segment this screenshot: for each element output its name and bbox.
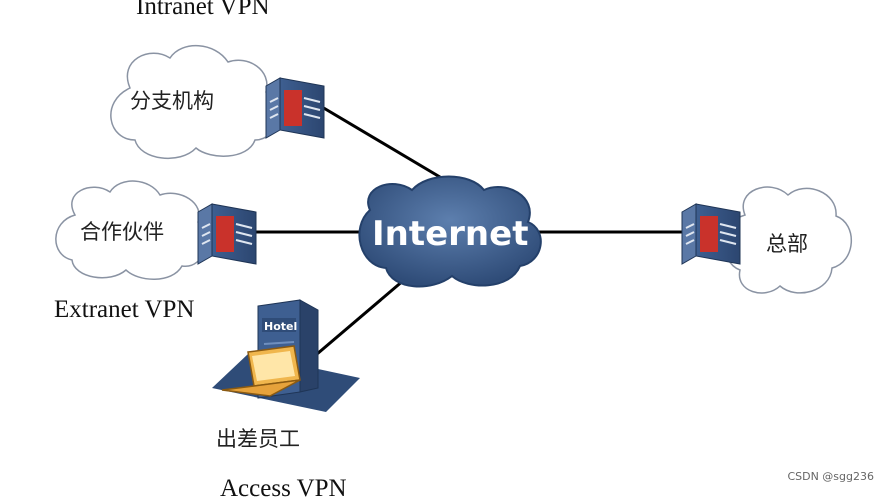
partner-label: 合作伙伴 <box>80 220 164 244</box>
partner-cloud-icon: 合作伙伴 <box>55 180 207 280</box>
headquarters-cloud-icon: 总部 <box>724 186 852 294</box>
headquarters-label: 总部 <box>766 232 808 256</box>
access-vpn-caption: Access VPN <box>220 475 347 502</box>
branch-cloud-icon: 分支机构 <box>110 44 279 160</box>
traveling-staff-label: 出差员工 <box>216 427 300 451</box>
internet-label: Internet <box>372 214 528 254</box>
link-internet-traveler <box>309 278 405 362</box>
laptop-icon <box>221 345 301 397</box>
extranet-vpn-caption: Extranet VPN <box>54 296 195 323</box>
internet-cloud-icon: Internet <box>358 175 542 288</box>
firewall-icon <box>197 203 257 265</box>
link-branch-internet <box>321 105 451 185</box>
intranet-vpn-caption: Intranet VPN <box>136 0 270 20</box>
branch-label: 分支机构 <box>130 89 214 113</box>
firewall-icon <box>265 77 325 139</box>
watermark: CSDN @sgg236 <box>787 470 874 483</box>
hotel-sign: Hotel <box>264 320 297 333</box>
firewall-icon <box>681 203 741 265</box>
